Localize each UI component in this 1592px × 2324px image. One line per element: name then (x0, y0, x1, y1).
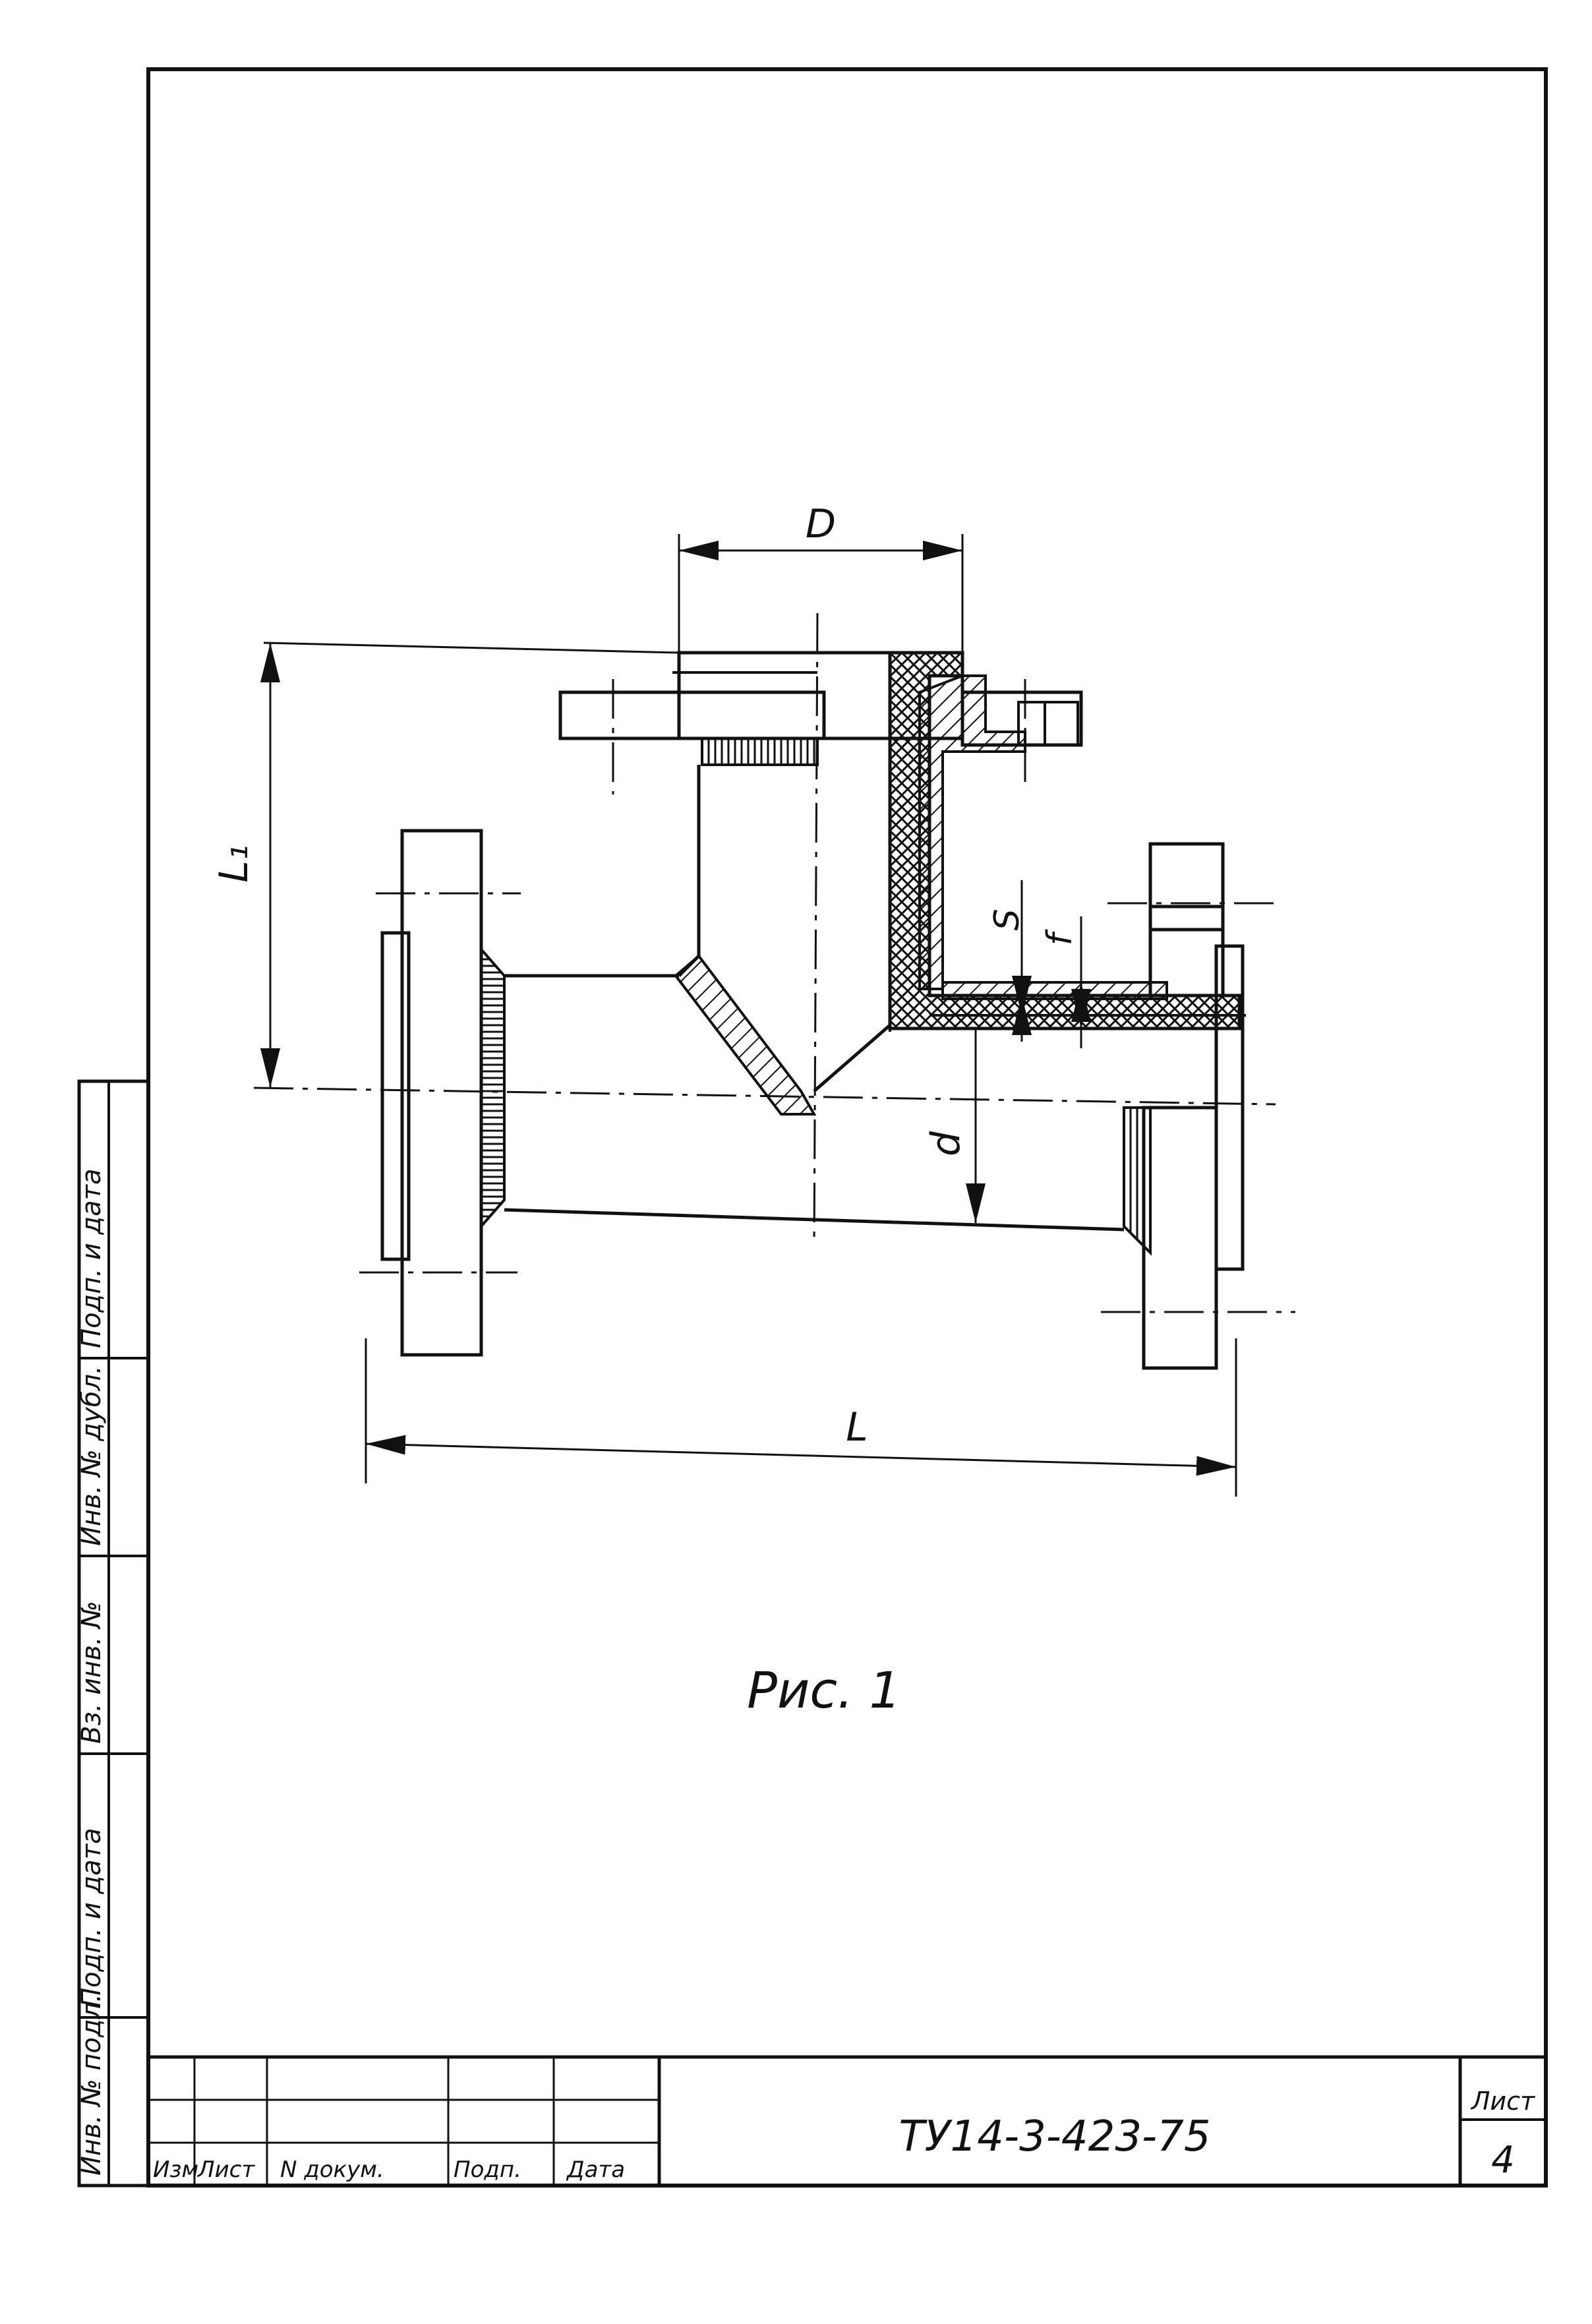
side-stamp-field-4: Инв. № дубл. (76, 1365, 107, 1546)
dimension-f: f (1040, 929, 1080, 945)
header-izm: Изм (153, 2157, 198, 2183)
centerlines (253, 612, 1295, 1313)
title-block: Изм Лист N докум. Подп. Дата ТУ14-3-423-… (146, 2055, 1548, 2188)
side-stamp-field-2: Подп. и дата (76, 1828, 107, 2008)
header-list: Лист (196, 2157, 255, 2183)
sheet-label: Лист (1470, 2087, 1536, 2116)
header-doc: N докум. (280, 2157, 384, 2183)
right-flange (1123, 842, 1245, 1370)
dimension-S: S (988, 909, 1027, 930)
dimension-L1: L₁ (211, 845, 257, 882)
header-date: Дата (566, 2157, 625, 2183)
side-stamp-field-1: Инв. № подл. (76, 1994, 107, 2176)
tee-drawing: D L₁ L d S f Рис. 1 (211, 501, 1295, 1719)
dimensions: D L₁ L d S f (211, 501, 1237, 1497)
side-stamp-field-5: Подп. и дата (76, 1169, 107, 1348)
left-flange (380, 829, 506, 1357)
dimension-L: L (846, 1404, 868, 1450)
figure-caption: Рис. 1 (747, 1661, 901, 1719)
branch-section (888, 651, 1246, 1030)
side-stamp-field-3: Вз. инв. № (76, 1601, 107, 1744)
document-designation: ТУ14-3-423-75 (899, 2112, 1210, 2161)
header-sign: Подп. (454, 2157, 521, 2183)
side-stamp: Инв. № подл. Подп. и дата Вз. инв. № Инв… (76, 1079, 150, 2188)
sheet-frame (146, 67, 1548, 2188)
sheet-number: 4 (1491, 2139, 1515, 2182)
dimension-D: D (806, 501, 836, 547)
dimension-d: d (923, 1131, 969, 1156)
